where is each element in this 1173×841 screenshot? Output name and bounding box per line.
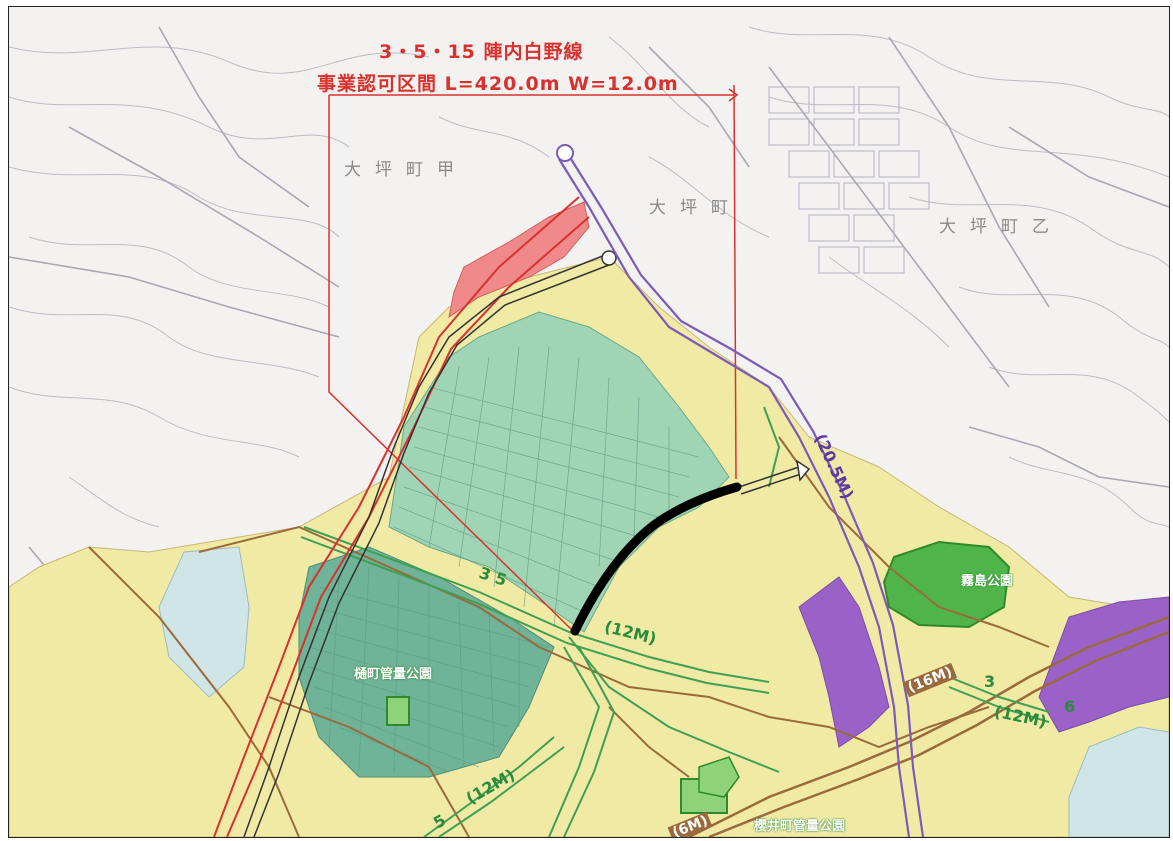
park-label-kirishima: 霧島公園 — [961, 574, 1014, 589]
park-yukimachi-marker[interactable] — [386, 696, 410, 726]
brown-boundary-lines — [88, 436, 1050, 837]
place-ootsubo-chou: 大坪町 — [649, 198, 742, 218]
green-right-number-2: 6 — [1064, 697, 1076, 716]
green-zone-large[interactable] — [388, 311, 730, 633]
contour-lines — [9, 26, 1169, 528]
purple-zone-left[interactable] — [798, 576, 890, 748]
green-right-number: 3 — [984, 672, 996, 691]
title-section-spec: 事業認可区間 L=420.0m W=12.0m — [317, 73, 679, 95]
circle-marker-icon[interactable] — [601, 250, 617, 266]
title-route-name: 3・5・15 陣内白野線 — [379, 41, 584, 63]
urban-planning-map[interactable] — [9, 7, 1169, 837]
light-blue-zone-right[interactable] — [1068, 726, 1169, 837]
road-end-circle-icon[interactable] — [556, 144, 574, 162]
brown-main-road — [688, 615, 1169, 837]
planned-road-outline[interactable] — [243, 254, 610, 837]
building-blocks-upper-right — [768, 86, 930, 274]
place-ootsubo-otsu: 大坪町乙 — [939, 217, 1063, 237]
pink-zone[interactable] — [448, 201, 590, 319]
park-kirishima[interactable] — [882, 540, 1011, 629]
place-ootsubo-kou: 大坪町甲 — [344, 160, 468, 180]
red-project-boundary[interactable] — [328, 84, 739, 633]
green-road-3-5[interactable] — [300, 526, 780, 837]
map-frame: 3・5・15 陣内白野線 事業認可区間 L=420.0m W=12.0m 大坪町… — [8, 6, 1170, 838]
light-blue-zone[interactable] — [158, 546, 250, 698]
park-label-yukimachi: 樋町管量公園 — [354, 667, 433, 682]
green-road-right[interactable] — [763, 406, 1050, 723]
park-label-sakurai: 櫻井町管量公園 — [754, 819, 846, 834]
purple-road-20-5m[interactable] — [558, 158, 925, 837]
project-section-highlight[interactable] — [570, 482, 742, 636]
purple-zone-right[interactable] — [1038, 596, 1169, 733]
arrow-icon[interactable] — [738, 459, 811, 495]
residential-grid-lines — [308, 346, 700, 773]
small-green-park[interactable] — [698, 756, 740, 798]
